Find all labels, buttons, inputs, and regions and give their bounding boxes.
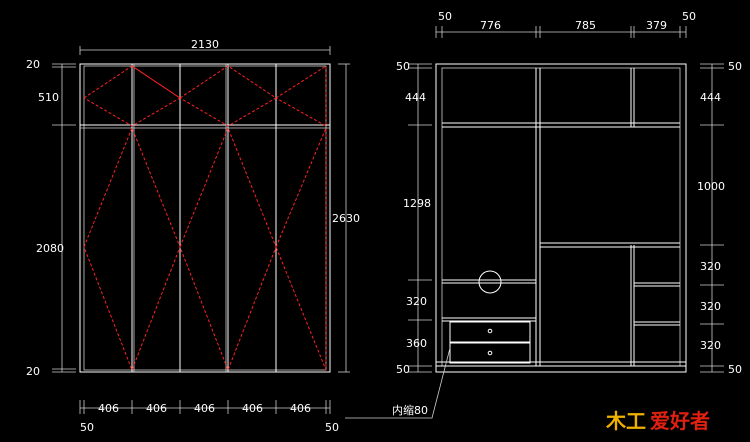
left-dim-3: 1298 <box>403 197 431 210</box>
watermark-text-1: 木工 <box>605 409 646 433</box>
side-offset-right: 50 <box>325 421 339 434</box>
top-margin-label: 20 <box>26 58 40 71</box>
inset-callout: 内缩80 <box>392 403 428 417</box>
top-dim-1: 50 <box>438 10 452 23</box>
upper-height-label: 510 <box>38 91 59 104</box>
bottom-margin-label: 20 <box>26 365 40 378</box>
door-width-3: 406 <box>194 402 215 415</box>
left-dim-4: 320 <box>406 295 427 308</box>
right-dim-5: 320 <box>700 300 721 313</box>
door-width-5: 406 <box>290 402 311 415</box>
right-dim-1: 50 <box>728 60 742 73</box>
right-dim-6: 320 <box>700 339 721 352</box>
side-offset-left: 50 <box>80 421 94 434</box>
left-dim-6: 50 <box>396 363 410 376</box>
top-dim-5: 50 <box>682 10 696 23</box>
right-dim-2: 444 <box>700 91 721 104</box>
watermark-logo: 木工 爱好者 <box>605 409 710 433</box>
right-dim-3: 1000 <box>697 180 725 193</box>
overall-height-label: 2630 <box>332 212 360 225</box>
left-dim-2: 444 <box>405 91 426 104</box>
top-dim-2: 776 <box>480 19 501 32</box>
door-width-1: 406 <box>98 402 119 415</box>
left-dim-1: 50 <box>396 60 410 73</box>
overall-width-label: 2130 <box>191 38 219 51</box>
watermark-text-2: 爱好者 <box>650 409 710 433</box>
door-width-4: 406 <box>242 402 263 415</box>
left-elevation: 2130 2630 20 510 2080 20 406 406 406 406… <box>26 38 360 434</box>
door-width-2: 406 <box>146 402 167 415</box>
top-dim-4: 379 <box>646 19 667 32</box>
lower-height-label: 2080 <box>36 242 64 255</box>
top-dim-3: 785 <box>575 19 596 32</box>
right-interior: 50 776 785 379 50 50 444 1298 320 360 50… <box>345 10 742 419</box>
right-dim-4: 320 <box>700 260 721 273</box>
left-dim-5: 360 <box>406 337 427 350</box>
right-dim-7: 50 <box>728 363 742 376</box>
